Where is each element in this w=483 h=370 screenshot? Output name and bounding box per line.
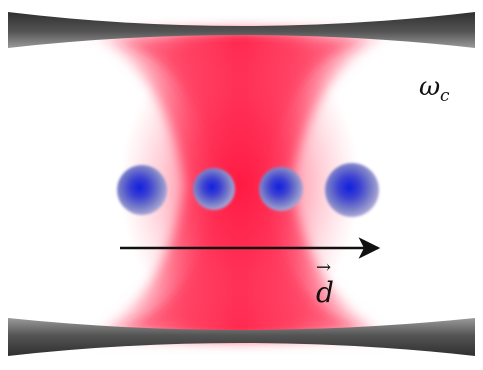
light-field — [60, 30, 420, 340]
top-mirror — [8, 12, 475, 48]
omega-symbol: ω — [419, 72, 440, 102]
atom-2 — [193, 168, 235, 210]
beam-waist-glow — [120, 35, 360, 335]
d-symbol: d — [316, 276, 334, 309]
cavity-frequency-label: ω c — [419, 72, 450, 106]
atom-3 — [259, 167, 303, 211]
atom-4 — [325, 163, 379, 217]
omega-subscript: c — [440, 86, 450, 106]
atom-1 — [117, 165, 167, 215]
d-accent: → — [316, 257, 331, 278]
bottom-mirror — [8, 318, 475, 356]
dipole-label: → d — [316, 257, 334, 309]
atom-chain — [117, 163, 379, 217]
